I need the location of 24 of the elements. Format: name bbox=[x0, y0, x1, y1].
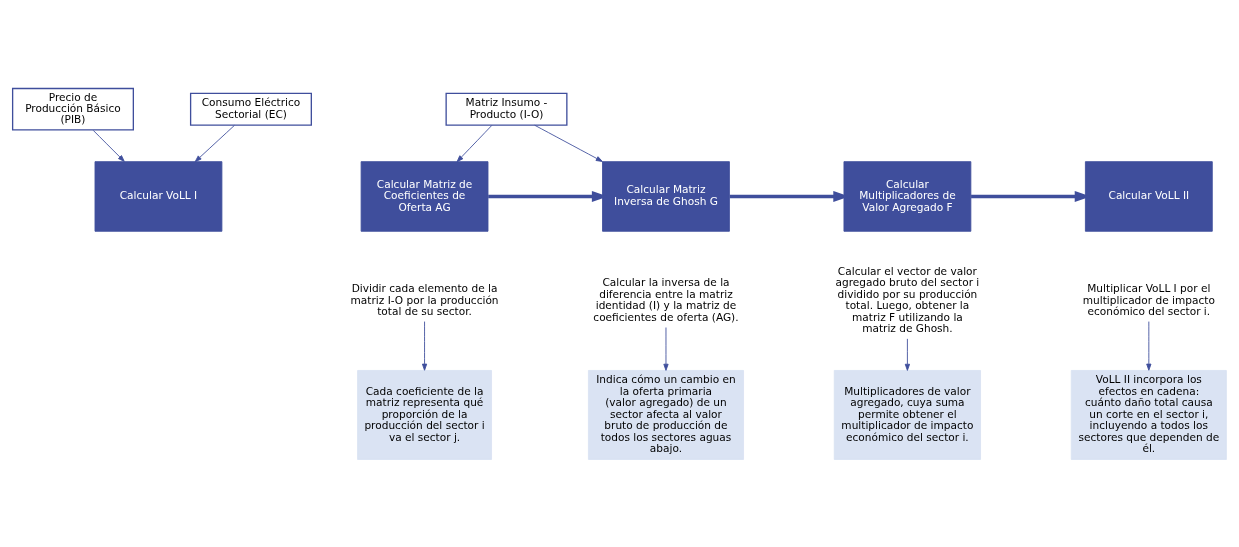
node-box: VoLL II incorpora los efectos en cadena: cuánto daño total causa un corte en el sector i, incluyendo a todos los sectores que dependen de él. bbox=[1070, 369, 1227, 460]
arrow bbox=[904, 337, 910, 371]
node-text: Multiplicar VoLL I por el multiplicador de impacto económico del sector i. bbox=[1082, 281, 1215, 317]
arrow bbox=[92, 129, 125, 162]
node-box: Calcular Matriz Inversa de Ghosh G bbox=[602, 160, 730, 232]
arrow bbox=[1146, 320, 1152, 371]
arrow bbox=[421, 320, 428, 371]
node-box: Matriz Insumo - Producto (I-O) bbox=[445, 92, 568, 126]
node-text: Calcular la inversa de la diferencia entre la matriz identidad (I) y la matriz de coeficientes de oferta (AG). bbox=[593, 275, 739, 323]
node-box: Calcular VoLL I bbox=[94, 160, 223, 232]
node-box: Calcular VoLL II bbox=[1084, 160, 1213, 232]
arrow bbox=[194, 124, 235, 162]
node-box: Cada coeficiente de la matriz representa qué proporción de la producción del sector i va el sector j. bbox=[357, 369, 492, 460]
node-text: Calcular el vector de valor agregado bruto del sector i dividido por su producción total. Luego, obtener la matriz F utilizando la matriz de Ghosh. bbox=[835, 264, 980, 334]
node-box: Multiplicadores de valor agregado, cuya suma permite obtener el multiplicador de impacto económico del sector i. bbox=[833, 369, 981, 460]
node-box: Consumo Eléctrico Sectorial (EC) bbox=[189, 92, 312, 126]
arrow bbox=[456, 124, 493, 162]
arrow bbox=[534, 124, 603, 162]
node-box: Indica cómo un cambio en la oferta primaria (valor agregado) de un sector afecta al valor bruto de producción de todos los sectores aguas abajo. bbox=[588, 369, 744, 460]
node-text: Dividir cada elemento de la matriz I-O por la producción total de su sector. bbox=[350, 281, 499, 317]
node-box: Calcular Matriz de Coeficientes de Oferta AG bbox=[360, 160, 489, 232]
node-box: Precio de Producción Básico (PIB) bbox=[11, 87, 134, 131]
arrow bbox=[663, 326, 669, 371]
node-box: Calcular Multiplicadores de Valor Agregado F bbox=[843, 160, 972, 232]
